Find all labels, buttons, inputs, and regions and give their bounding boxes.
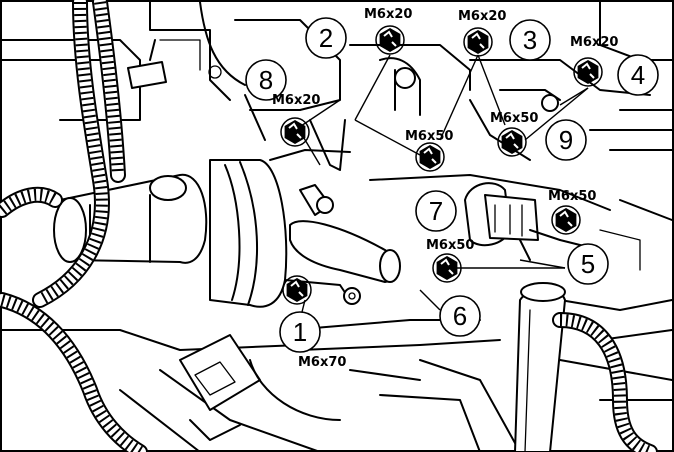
bolt-head-1	[282, 275, 312, 305]
callout-circle-4	[617, 54, 659, 96]
callout-1: 1 M6x70	[279, 311, 346, 370]
callout-number-9: 9	[559, 125, 573, 155]
callout-circle-2	[305, 17, 347, 59]
bolt-spec-label-1: M6x70	[298, 355, 346, 370]
callout-5: 5 M6x50	[426, 238, 609, 285]
bolt-head-6	[551, 205, 581, 235]
callout-number-5: 5	[581, 249, 595, 279]
leader-lines	[297, 54, 589, 321]
bolt-head-7	[415, 142, 445, 172]
bolt-spec-label-4: M6x20	[570, 35, 618, 50]
callout-number-7: 7	[429, 196, 443, 226]
bolt-head-9	[497, 127, 527, 157]
callout-number-6: 6	[453, 301, 467, 331]
callout-7: 7 M6x50	[405, 129, 457, 232]
callout-6: 6 M6x50	[439, 189, 596, 337]
bolt-head-2	[375, 25, 405, 55]
callout-number-2: 2	[319, 23, 333, 53]
callout-circle-3	[509, 19, 551, 61]
bolt-head-3	[463, 27, 493, 57]
callout-number-4: 4	[631, 60, 645, 90]
callout-circle-7	[415, 190, 457, 232]
callout-circle-5	[567, 243, 609, 285]
bolt-spec-label-9: M6x50	[490, 111, 538, 126]
bolt-head-4	[573, 57, 603, 87]
callout-circle-6	[439, 295, 481, 337]
callout-number-1: 1	[293, 317, 307, 347]
bolt-spec-label-7: M6x50	[405, 129, 453, 144]
callout-number-3: 3	[523, 25, 537, 55]
callout-circle-8	[245, 59, 287, 101]
callout-8: 8 M6x20	[245, 59, 320, 108]
callout-circle-1	[279, 311, 321, 353]
bolt-spec-label-5: M6x50	[426, 238, 474, 253]
callout-2: 2 M6x20	[305, 7, 412, 59]
wiring-harness	[0, 0, 658, 452]
bolt-head-8	[280, 117, 310, 147]
bolt-spec-label-2: M6x20	[364, 7, 412, 22]
bolt-spec-label-8: M6x20	[272, 93, 320, 108]
bolt-spec-label-3: M6x20	[458, 9, 506, 24]
bolt-spec-label-6: M6x50	[548, 189, 596, 204]
callout-number-8: 8	[259, 65, 273, 95]
callout-4: 4 M6x20	[570, 35, 659, 96]
callout-3: 3 M6x20	[458, 9, 551, 61]
callout-circle-9	[545, 119, 587, 161]
callout-9: 9 M6x50	[490, 111, 587, 161]
